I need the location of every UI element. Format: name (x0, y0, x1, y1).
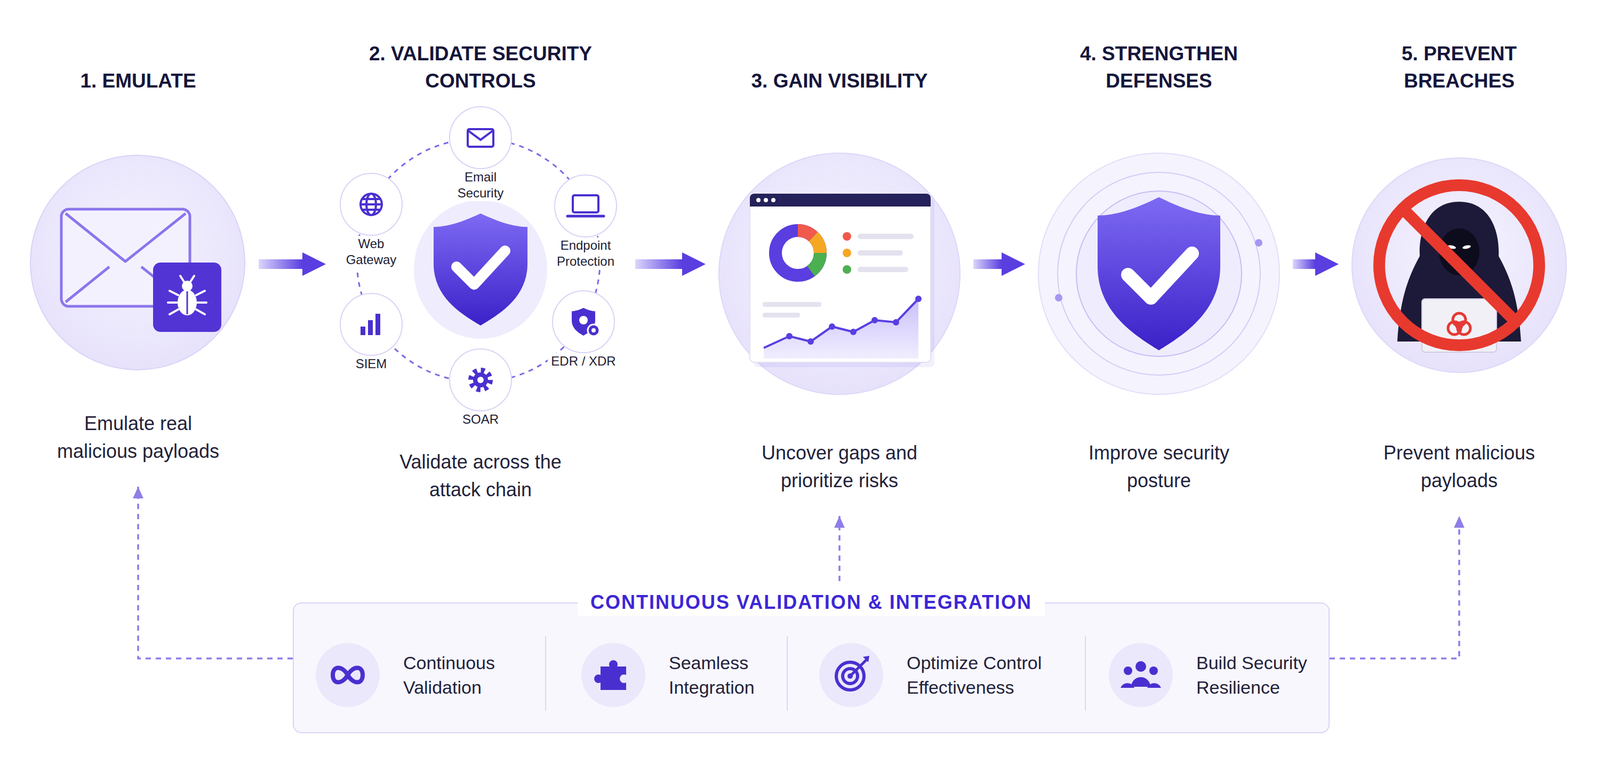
flow-arrow (1292, 259, 1316, 269)
benefit-icon (580, 641, 647, 708)
control-label: EDR / XDR (547, 353, 619, 370)
flow-arrow (973, 259, 1002, 269)
gear-icon (470, 370, 491, 390)
text-slot: Improve security posture (1038, 438, 1280, 495)
illustration-slot (839, 94, 840, 439)
benefit-icon (314, 641, 381, 708)
edr-icon (571, 307, 600, 336)
benefit-label: Continuous Validation (403, 650, 505, 700)
control-label: SIEM (352, 355, 391, 372)
step-description: Improve security posture (1073, 438, 1245, 495)
step-heading: 1. EMULATE (80, 67, 196, 95)
control-label: SOAR (459, 411, 502, 428)
laptop-icon (567, 195, 604, 216)
step-column: 2. VALIDATE SECURITY CONTROLS Validate ac… (339, 40, 622, 504)
feedback-arrow (1329, 515, 1460, 659)
control-chip: SIEM (328, 292, 414, 372)
blocked-hacker-illustration (1352, 157, 1567, 373)
feedback-arrow (838, 515, 841, 581)
panel-title: CONTINUOUS VALIDATION & INTEGRATION (577, 588, 1045, 616)
text-slot: 2. VALIDATE SECURITY CONTROLS (339, 40, 622, 95)
text-slot: 1. EMULATE (30, 40, 246, 95)
icon-slot (480, 348, 482, 412)
illustration-slot (1459, 94, 1460, 439)
divider (786, 635, 788, 711)
control-chip: SOAR (437, 348, 524, 428)
icon-slot (583, 290, 584, 354)
control-label: Email Security (448, 169, 514, 202)
benefit-label: Build Security Resilience (1196, 650, 1325, 700)
divider (545, 635, 547, 711)
step-description: Uncover gaps and prioritize risks (759, 438, 920, 495)
flow-arrow (258, 259, 303, 269)
divider (1084, 635, 1086, 711)
flow-arrow (635, 259, 683, 269)
step-column: 3. GAIN VISIBILITY Uncover gaps and prior… (718, 40, 960, 495)
globe-icon (360, 193, 382, 215)
benefit-icon (818, 641, 885, 708)
icon-slot (585, 174, 587, 238)
text-slot: 5. PREVENT BREACHES (1352, 40, 1567, 95)
benefit-item: Optimize Control Effectiveness (818, 641, 1056, 708)
control-chip: Endpoint Protection (542, 174, 629, 270)
benefit-item: Build Security Resilience (1107, 641, 1325, 708)
step-column: 5. PREVENT BREACHES Prevent malicious pay… (1352, 40, 1567, 495)
step-description: Prevent malicious payloads (1371, 438, 1548, 495)
control-chip: Web Gateway (328, 172, 414, 268)
benefit-icon (1107, 641, 1174, 708)
step-description: Validate across the attack chain (389, 448, 572, 504)
feedback-arrow (138, 486, 293, 659)
shield-illustration (1038, 153, 1280, 395)
step-column: 4. STRENGTHEN DEFENSES Improve security p… (1038, 40, 1280, 495)
emulate-illustration (30, 155, 245, 370)
dashboard-illustration (718, 153, 960, 395)
benefit-label: Seamless Integration (668, 650, 776, 700)
step-column: 1. EMULATE Emulate real malicious payload… (30, 40, 246, 466)
text-slot: Emulate real malicious payloads (30, 409, 246, 466)
step-heading: 4. STRENGTHEN DEFENSES (1052, 40, 1266, 95)
illustration-slot (480, 94, 482, 448)
step-description: Emulate real malicious payloads (50, 409, 227, 466)
text-slot: 3. GAIN VISIBILITY (718, 40, 960, 95)
icon-slot (371, 172, 372, 236)
text-slot: 4. STRENGTHEN DEFENSES (1038, 40, 1280, 95)
benefit-label: Optimize Control Effectiveness (906, 650, 1056, 700)
control-chip: Email Security (437, 106, 524, 202)
text-slot: Uncover gaps and prioritize risks (718, 438, 960, 495)
text-slot: Validate across the attack chain (339, 448, 622, 504)
control-label: Web Gateway (338, 235, 404, 268)
icon-slot (480, 106, 482, 170)
control-chip: EDR / XDR (540, 290, 627, 370)
bars-icon (360, 313, 381, 335)
benefit-item: Continuous Validation (314, 641, 505, 708)
illustration-slot (1158, 94, 1160, 439)
step-heading: 3. GAIN VISIBILITY (751, 67, 928, 95)
text-slot: Prevent malicious payloads (1352, 438, 1567, 495)
illustration-slot (138, 94, 139, 410)
integration-panel: CONTINUOUS VALIDATION & INTEGRATIONConti… (292, 602, 1330, 733)
step-heading: 5. PREVENT BREACHES (1373, 40, 1545, 95)
step-heading: 2. VALIDATE SECURITY CONTROLS (363, 40, 598, 95)
control-label: Endpoint Protection (547, 237, 624, 270)
icon-slot (371, 292, 372, 356)
email-icon (467, 129, 494, 147)
benefit-item: Seamless Integration (580, 641, 776, 708)
